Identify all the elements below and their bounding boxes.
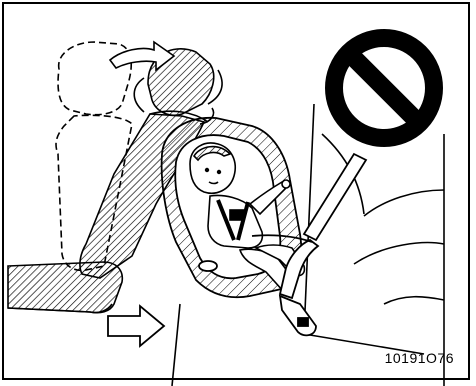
forward-arrow-icon xyxy=(108,306,164,346)
seat-cushion xyxy=(8,262,122,313)
child-seat-illustration xyxy=(4,4,476,386)
prohibited-icon xyxy=(334,38,434,138)
illustration-frame: 10191O76 xyxy=(2,2,470,380)
figure-code: 10191O76 xyxy=(385,350,454,366)
